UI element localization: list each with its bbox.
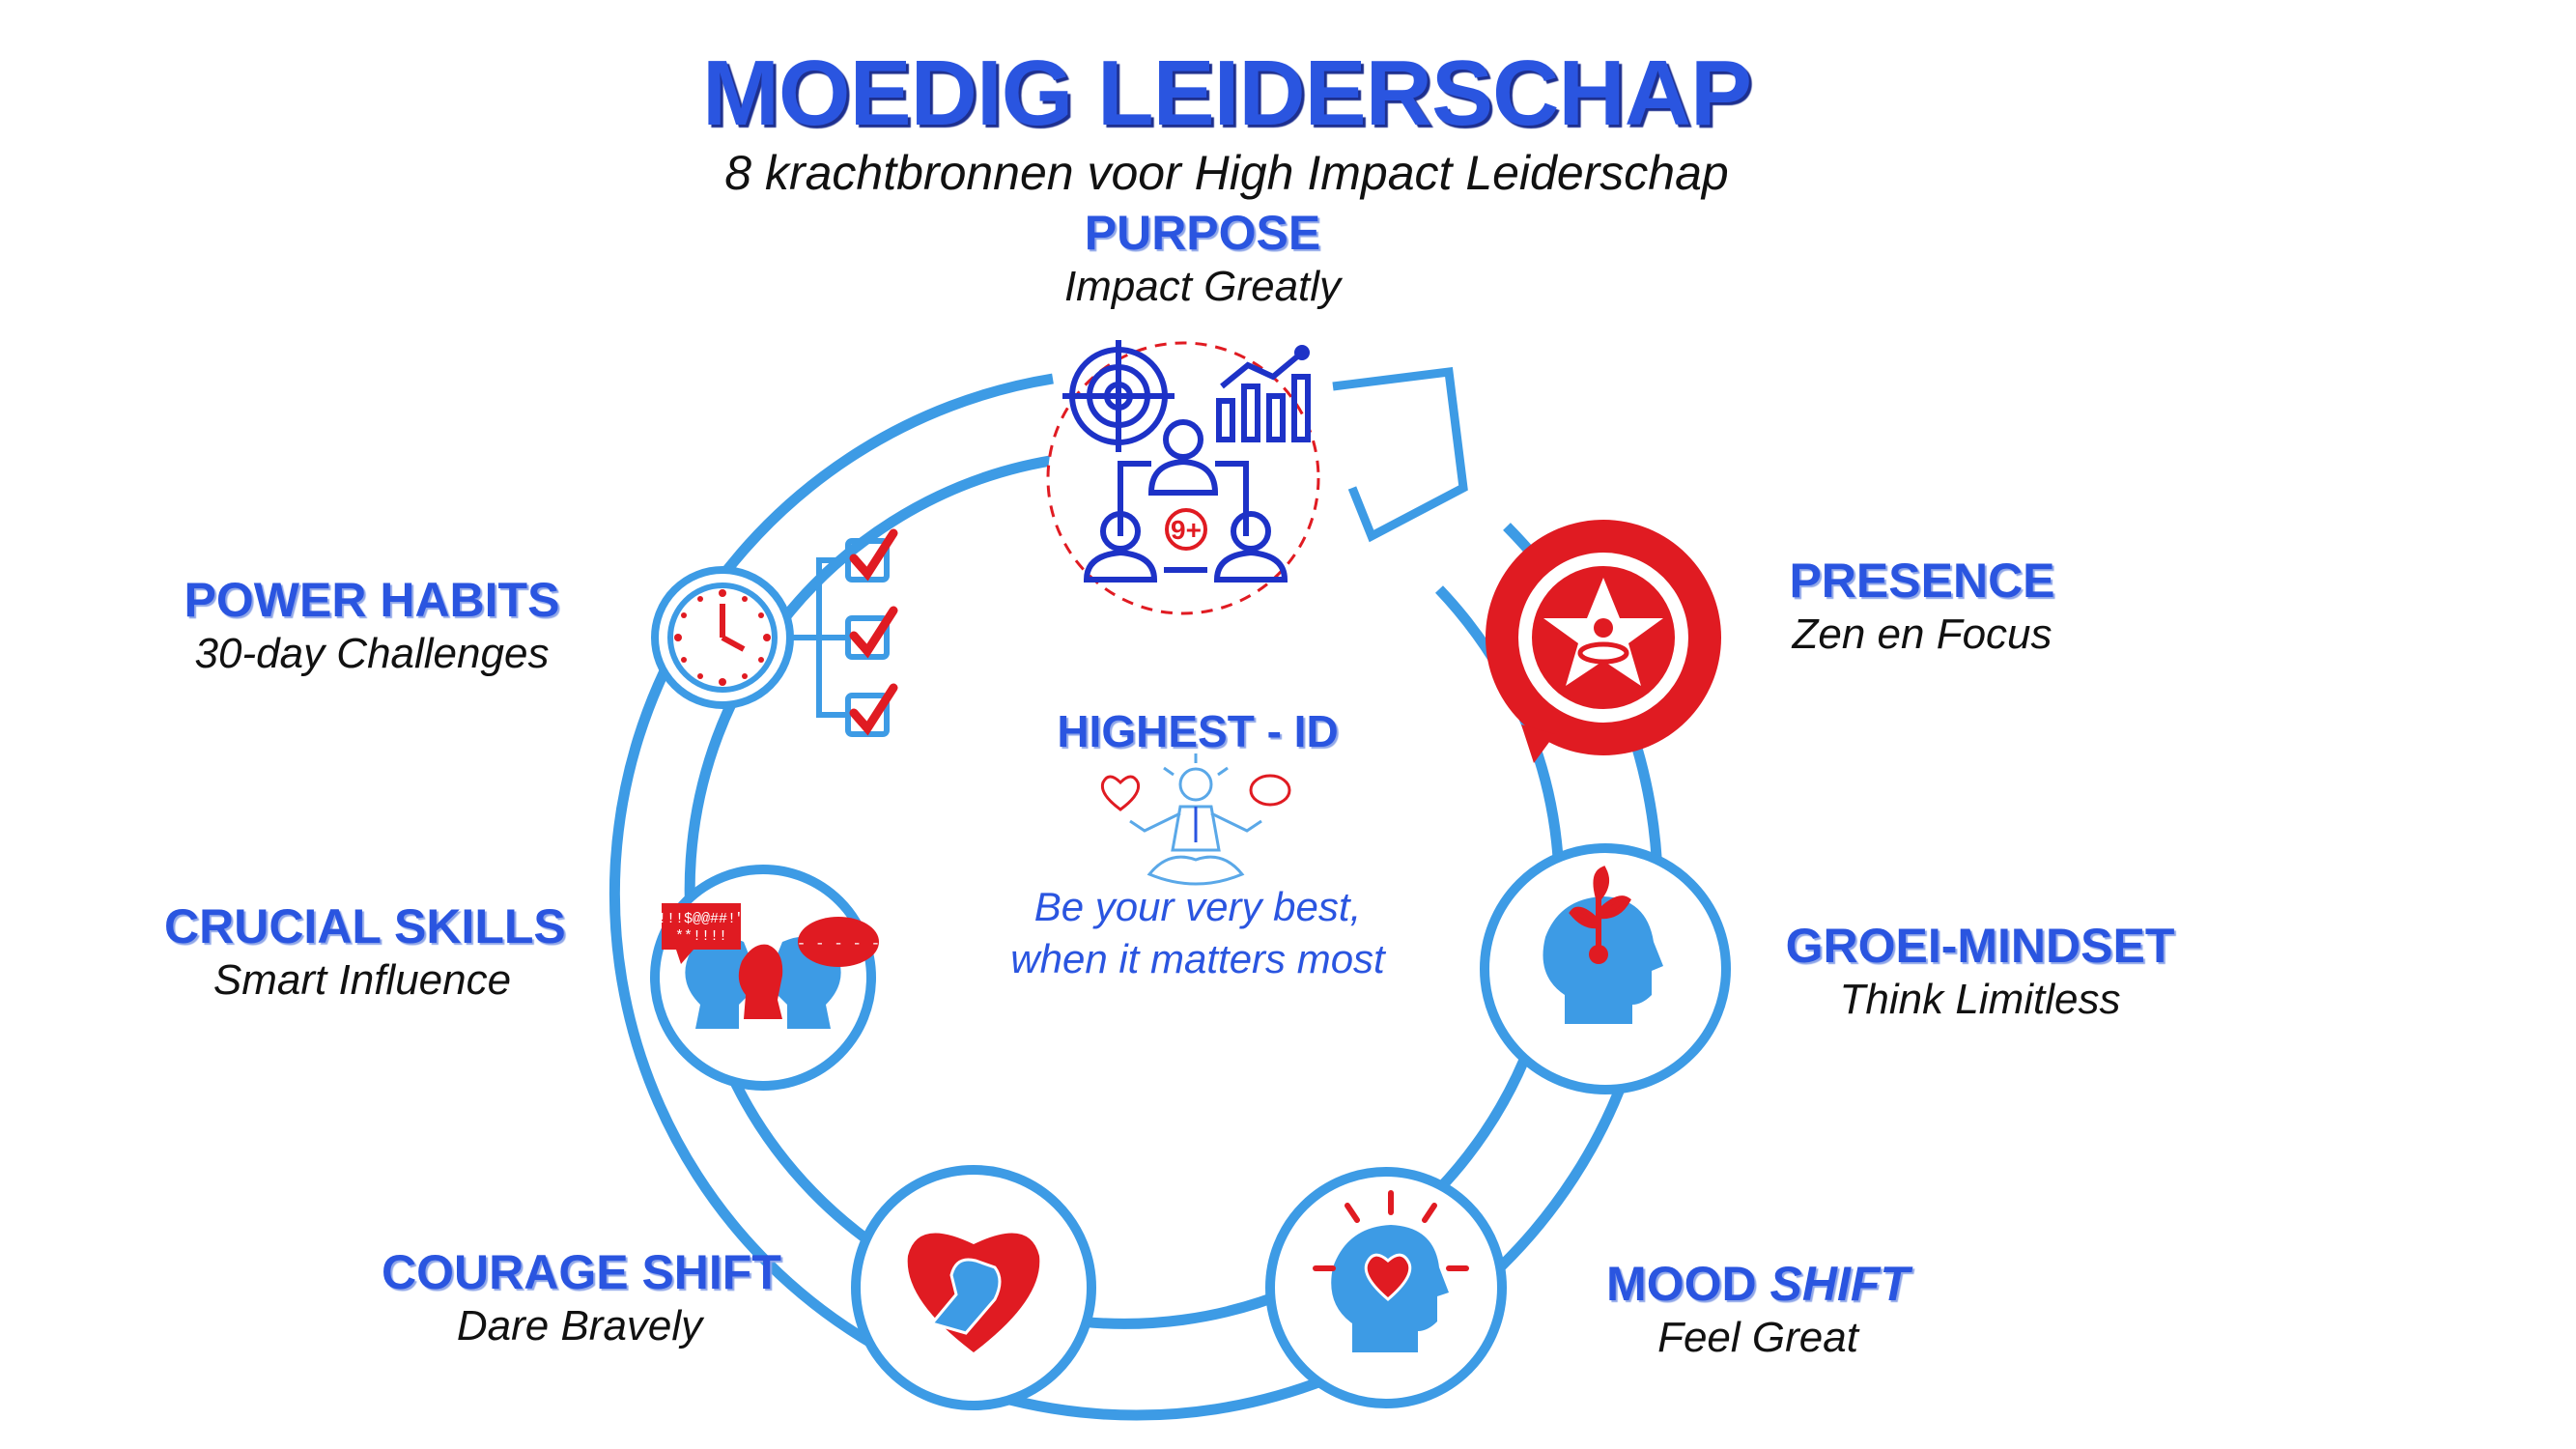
node-power-habits: POWER HABITS 30-day Challenges bbox=[174, 572, 570, 678]
node-courage-sub: Dare Bravely bbox=[456, 1302, 703, 1350]
page-title: MOEDIG LEIDERSCHAP bbox=[701, 42, 1752, 145]
speech-bubble-left-text: !!!$@@##!" bbox=[658, 911, 745, 927]
growth-mindset-icon bbox=[1480, 843, 1731, 1094]
power-habits-icon bbox=[651, 528, 898, 737]
speech-bubble-right-text: - - - - - bbox=[797, 935, 880, 952]
node-groei-mindset: GROEI-MINDSET Think Limitless bbox=[1768, 918, 2193, 1024]
center-tagline-line2: when it matters most bbox=[1010, 936, 1385, 981]
target-icon bbox=[1062, 340, 1175, 452]
head-center-icon bbox=[738, 944, 783, 1019]
center-tagline-line1: Be your very best, bbox=[1033, 884, 1362, 929]
node-power-label: POWER HABITS bbox=[184, 573, 560, 627]
heart-icon bbox=[1364, 1253, 1412, 1301]
node-power-sub: 30-day Challenges bbox=[194, 630, 550, 677]
mood-shift-icon bbox=[1265, 1167, 1507, 1408]
node-presence-label: PRESENCE bbox=[1789, 554, 2055, 608]
node-purpose-sub: Impact Greatly bbox=[1063, 263, 1342, 310]
meditating-person-icon bbox=[1100, 753, 1291, 886]
cycle-arrow-head bbox=[1332, 366, 1468, 543]
speech-bubble-left-text-2: **!!!! bbox=[675, 928, 727, 945]
purpose-badge-circle bbox=[1165, 508, 1207, 551]
node-purpose: PURPOSE Impact Greatly bbox=[1009, 205, 1396, 311]
checkmark-icons bbox=[849, 528, 898, 736]
node-groei-label: GROEI-MINDSET bbox=[1785, 919, 2175, 973]
node-presence: PRESENCE Zen en Focus bbox=[1748, 553, 2096, 659]
node-groei-sub: Think Limitless bbox=[1839, 976, 2121, 1023]
node-mood-label: MOOD SHIFT bbox=[1565, 1256, 1951, 1312]
purpose-icon: 9+ bbox=[1046, 340, 1320, 615]
center-tagline: Be your very best, when it matters most bbox=[947, 881, 1449, 985]
speech-bubble-right bbox=[798, 917, 879, 967]
node-crucial-label: CRUCIAL SKILLS bbox=[164, 899, 566, 953]
node-presence-sub: Zen en Focus bbox=[1792, 611, 2052, 658]
node-purpose-label: PURPOSE bbox=[1084, 206, 1321, 260]
node-courage-label: COURAGE SHIFT bbox=[382, 1245, 781, 1299]
brain-icon bbox=[1249, 774, 1291, 807]
node-crucial-sub: Smart Influence bbox=[212, 956, 512, 1004]
center-label-text: HIGHEST - ID bbox=[1057, 706, 1339, 756]
page-subtitle: 8 krachtbronnen voor High Impact Leiders… bbox=[724, 146, 1729, 200]
bar-chart-icon bbox=[1216, 345, 1311, 442]
people-network-icon bbox=[1083, 419, 1288, 582]
fist-icon bbox=[929, 1258, 1002, 1335]
presence-icon bbox=[1486, 520, 1721, 763]
node-crucial-skills: CRUCIAL SKILLS Smart Influence bbox=[164, 898, 566, 1005]
plant-icon bbox=[1569, 866, 1631, 952]
node-courage-shift: COURAGE SHIFT Dare Bravely bbox=[382, 1244, 781, 1350]
center-label: HIGHEST - ID bbox=[995, 705, 1401, 757]
head-left-icon bbox=[685, 936, 753, 1029]
node-mood-label-main: MOOD bbox=[1606, 1257, 1757, 1311]
speech-bubble-left bbox=[662, 903, 741, 950]
heart-outline-icon bbox=[1100, 775, 1141, 811]
purpose-badge-text: 9+ bbox=[1171, 515, 1202, 545]
node-mood-sub: Feel Great bbox=[1657, 1314, 1858, 1361]
clock-icon bbox=[674, 589, 771, 686]
node-mood-label-em: SHIFT bbox=[1769, 1257, 1910, 1311]
crucial-skills-icon: !!!$@@##!" **!!!! - - - - - bbox=[650, 865, 880, 1091]
courage-shift-icon bbox=[851, 1165, 1096, 1410]
node-mood-shift: MOOD SHIFT Feel Great bbox=[1565, 1256, 1951, 1362]
